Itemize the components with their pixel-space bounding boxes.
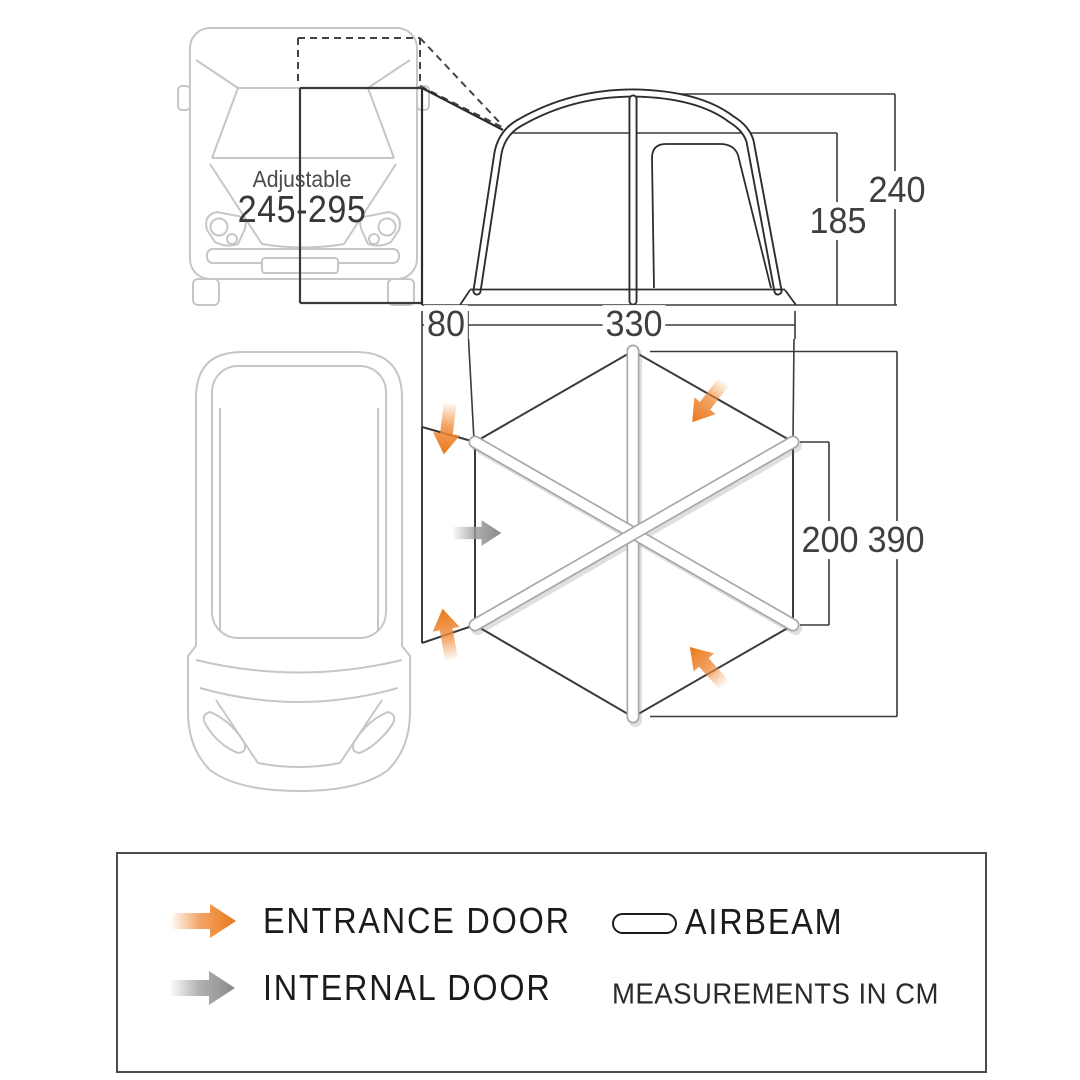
airbeam-icon xyxy=(612,913,677,934)
dimension-label-awning-width: 330 xyxy=(602,305,666,343)
entrance-door-arrow-lower-right xyxy=(679,637,735,695)
tunnel-outline xyxy=(421,426,476,644)
measurements-note: MEASUREMENTS IN CM xyxy=(612,978,939,1011)
vehicle-connection-label: Adjustable 245-295 xyxy=(231,168,374,231)
awning-floor-plan xyxy=(421,344,802,727)
dimension-label-total-depth: 390 xyxy=(864,521,928,559)
van-top-view xyxy=(187,351,411,793)
legend-entrance-door-label: ENTRANCE DOOR xyxy=(263,900,571,941)
adjustable-label: Adjustable xyxy=(252,166,352,192)
legend-box xyxy=(116,852,987,1073)
entrance-door-arrow-lower-left xyxy=(429,606,465,662)
legend-internal-door-label: INTERNAL DOOR xyxy=(263,967,552,1008)
tent-outline-beam xyxy=(472,88,783,296)
side-door-outline xyxy=(651,143,772,289)
dashed-connection-guides xyxy=(297,37,503,128)
plan-airbeams xyxy=(468,344,800,724)
dimension-label-tunnel-depth: 80 xyxy=(424,305,468,343)
dimension-label-eave-height: 185 xyxy=(806,202,870,240)
hexagon-outline xyxy=(474,349,794,719)
entrance-door-arrow-upper-left xyxy=(430,401,464,457)
adjustable-range: 245-295 xyxy=(237,189,367,231)
dimension-label-inner-span: 200 xyxy=(798,521,862,559)
internal-door-arrow xyxy=(452,520,502,546)
dimension-label-peak-height: 240 xyxy=(865,171,929,209)
entrance-door-arrow-upper-right xyxy=(681,373,735,431)
awning-side-view xyxy=(420,87,897,306)
legend-airbeam-label: AIRBEAM xyxy=(685,901,844,942)
